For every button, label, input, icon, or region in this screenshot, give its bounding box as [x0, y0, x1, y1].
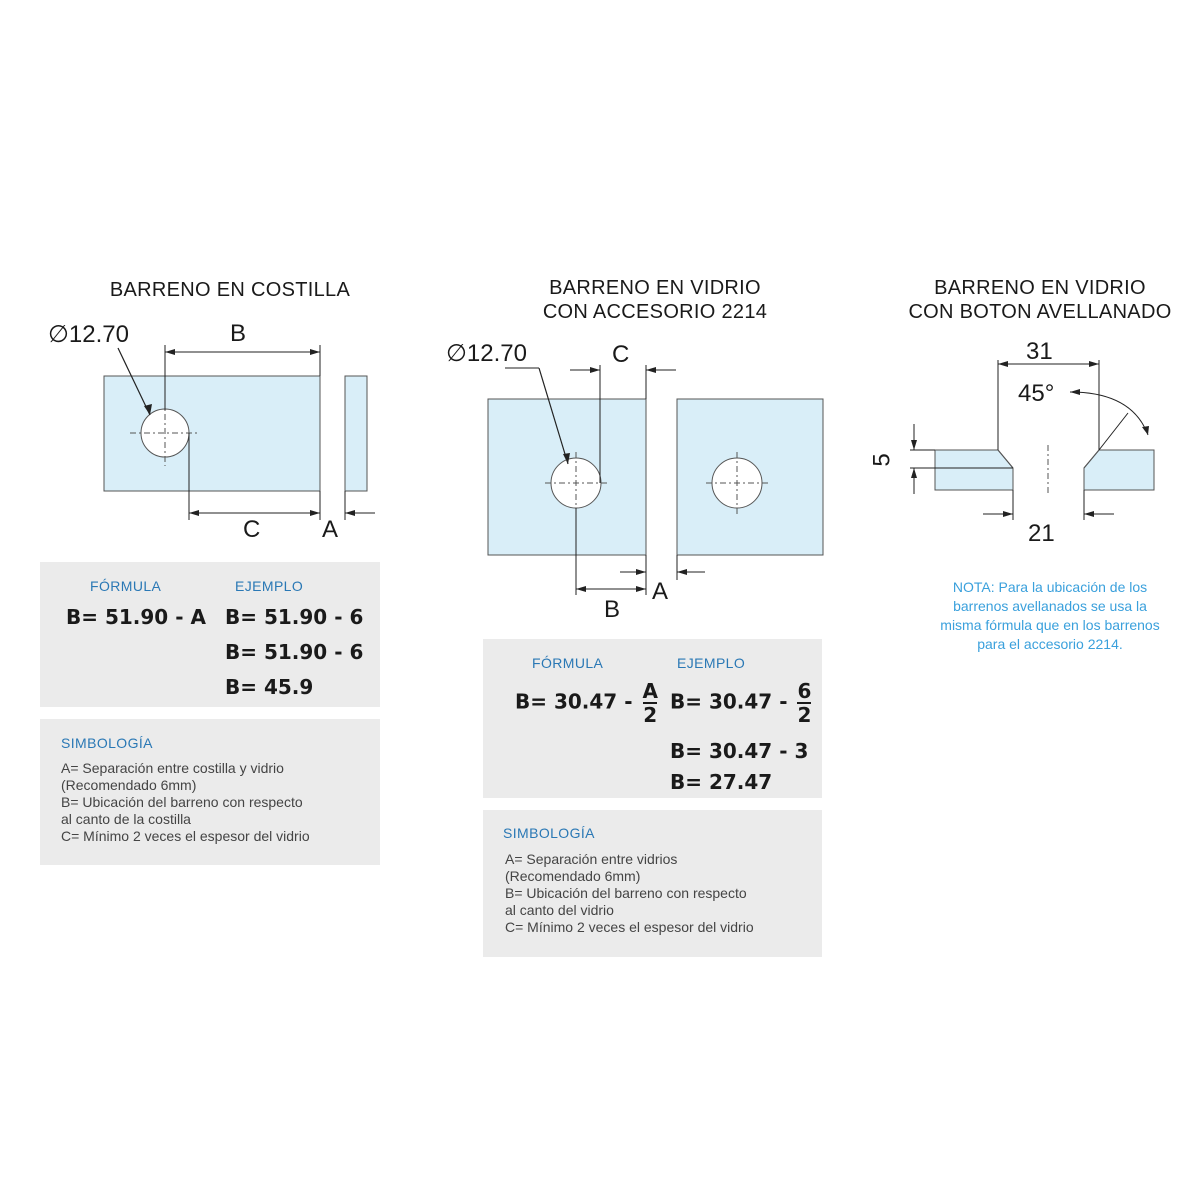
costilla-dim-b: B — [230, 320, 247, 347]
vidrio-title-line1: BARRENO EN VIDRIO — [549, 277, 761, 299]
costilla-formula: B= 51.90 - A — [66, 605, 206, 629]
vidrio-title-line2: CON ACCESORIO 2214 — [542, 301, 768, 323]
costilla-example-1: B= 51.90 - 6 — [225, 605, 364, 629]
vidrio-example1-fraction: 6 2 — [797, 679, 812, 727]
vidrio-symbology-box — [483, 810, 822, 957]
costilla-diameter-label: ∅12.70 — [48, 321, 129, 348]
avellanado-dim-top: 31 — [1026, 338, 1053, 365]
costilla-formula-label: FÓRMULA — [90, 578, 162, 594]
costilla-example-label: EJEMPLO — [235, 578, 304, 594]
costilla-symbology-text: A= Separación entre costilla y vidrio (R… — [61, 760, 310, 844]
costilla-example-3: B= 45.9 — [225, 675, 314, 699]
avellanado-diagram — [910, 360, 1155, 520]
vidrio-formula-label: FÓRMULA — [532, 655, 604, 671]
costilla-rib — [344, 375, 368, 492]
vidrio-formula: B= 30.47 - A 2 — [515, 680, 658, 726]
costilla-title: BARRENO EN COSTILLA — [109, 279, 351, 301]
vidrio-dim-c: C — [612, 341, 630, 368]
vidrio-example1-prefix: B= 30.47 - — [670, 689, 788, 714]
vidrio-example1-numerator: 6 — [797, 679, 812, 703]
avellanado-title-line2: CON BOTON AVELLANADO — [908, 301, 1172, 323]
costilla-dim-a: A — [322, 516, 339, 543]
avellanado-dim-side: 5 — [868, 453, 896, 467]
costilla-glass-plate — [103, 375, 321, 492]
vidrio-symbology-text: A= Separación entre vidrios (Recomendado… — [505, 851, 754, 935]
avellanado-dim-bottom: 21 — [1028, 520, 1055, 547]
avellanado-glass-section — [934, 449, 1014, 491]
vidrio-dim-b: B — [604, 596, 621, 623]
vidrio-formula-denominator: 2 — [643, 703, 658, 727]
costilla-example-2: B= 51.90 - 6 — [225, 640, 364, 664]
avellanado-note: NOTA: Para la ubicación de los barrenos … — [940, 579, 1160, 652]
vidrio-example-3: B= 27.47 — [670, 770, 773, 794]
costilla-diagram — [103, 345, 375, 520]
vidrio-diagram — [487, 365, 824, 595]
vidrio-diameter-label: ∅12.70 — [446, 340, 527, 367]
vidrio-example-label: EJEMPLO — [677, 655, 746, 671]
vidrio-example1-denominator: 2 — [797, 703, 812, 727]
costilla-symbology-label: SIMBOLOGÍA — [61, 735, 153, 751]
vidrio-symbology-label: SIMBOLOGÍA — [503, 825, 595, 841]
vidrio-example-1: B= 30.47 - 6 2 — [670, 679, 812, 727]
vidrio-example-2: B= 30.47 - 3 — [670, 739, 809, 763]
avellanado-title-line1: BARRENO EN VIDRIO — [934, 277, 1146, 299]
vidrio-formula-prefix: B= 30.47 - — [515, 689, 633, 714]
vidrio-formula-fraction: A 2 — [642, 680, 657, 726]
costilla-formula-box — [40, 562, 380, 707]
costilla-symbology-box — [40, 719, 380, 865]
avellanado-angle: 45° — [1018, 380, 1055, 407]
vidrio-dim-a: A — [652, 578, 669, 605]
vidrio-formula-numerator: A — [642, 679, 658, 703]
vidrio-formula-box — [483, 639, 822, 798]
costilla-dim-c: C — [243, 516, 261, 543]
